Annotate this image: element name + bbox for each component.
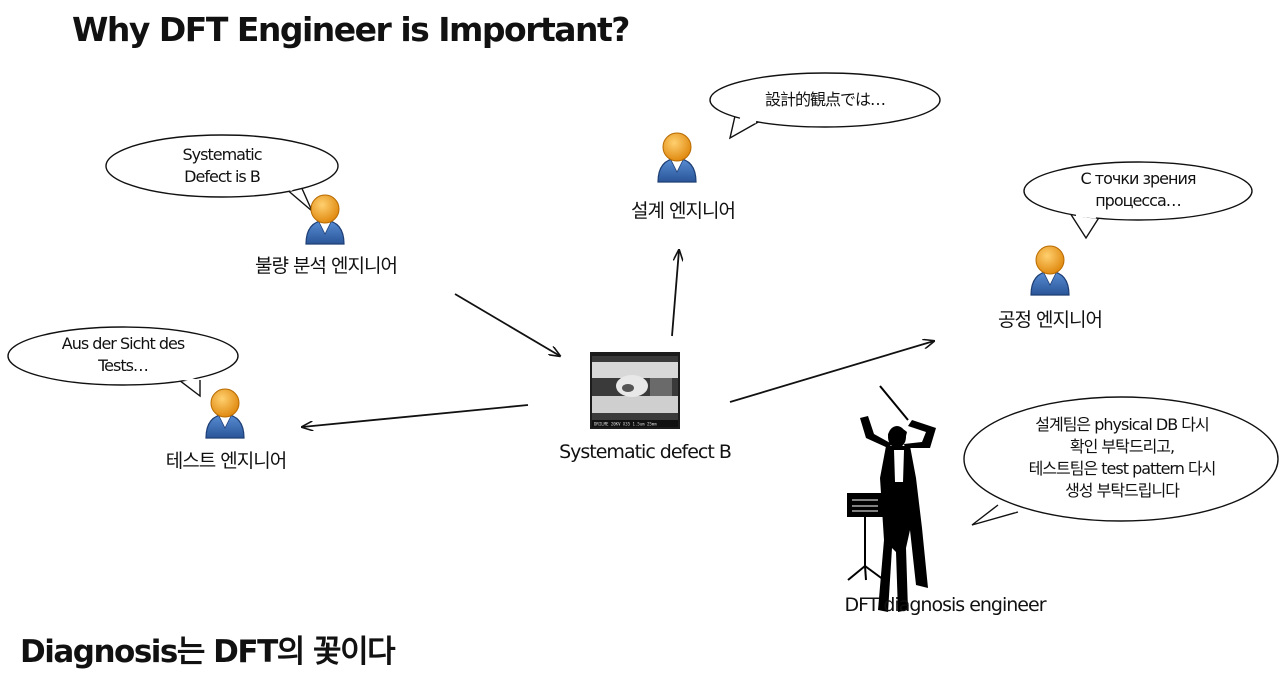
- music-stand-icon: [847, 493, 885, 581]
- footer-tagline: Diagnosis는 DFT의 꽃이다: [20, 634, 396, 670]
- arrow-to-process: [729, 341, 934, 403]
- test-engineer-label: 테스트 엔지니어: [165, 450, 287, 472]
- diagnosis-engineer-label: DFT diagnosis engineer: [844, 594, 1047, 616]
- person-icon: [1030, 245, 1070, 296]
- bubble-line: Systematic: [182, 145, 263, 164]
- speech-bubble-design: [709, 72, 941, 140]
- conductor-icon: [860, 385, 936, 612]
- person-icon: [305, 194, 345, 245]
- bubble-text-process: С точки зрения процесса…: [1080, 168, 1197, 212]
- failure-analysis-engineer-label: 불량 분석 엔지니어: [255, 255, 398, 277]
- speech-bubble-test: [7, 326, 239, 398]
- bubble-line: С точки зрения: [1080, 169, 1197, 188]
- person-icon: [657, 132, 697, 183]
- bubble-line: процесса…: [1095, 191, 1182, 210]
- arrow-to-design: [671, 250, 679, 337]
- bubble-line: Defect is B: [184, 167, 261, 186]
- sem-image: DRILME 20KV X35 1.5um 25mm: [590, 352, 680, 429]
- arrow-to-center: [454, 293, 560, 356]
- bubble-line: 設計的観点では…: [764, 90, 886, 109]
- bubble-line: Tests…: [98, 356, 149, 375]
- bubble-text-design: 設計的観点では…: [764, 89, 886, 111]
- speech-bubble-diagnosis: [963, 396, 1279, 526]
- bubble-line: 확인 부탁드리고,: [1069, 437, 1175, 456]
- center-defect-label: Systematic defect B: [559, 441, 732, 463]
- sem-caption: DRILME 20KV X35 1.5um 25mm: [594, 422, 657, 427]
- bubble-text-test: Aus der Sicht des Tests…: [61, 333, 185, 377]
- bubble-line: 테스트팀은 test pattern 다시: [1028, 459, 1217, 478]
- process-engineer-label: 공정 엔지니어: [998, 309, 1103, 331]
- page-title: Why DFT Engineer is Important?: [72, 10, 630, 49]
- bubble-line: 생성 부탁드립니다: [1065, 481, 1180, 500]
- arrow-to-test: [302, 404, 529, 427]
- bubble-line: Aus der Sicht des: [61, 334, 185, 353]
- bubble-text-diagnosis: 설계팀은 physical DB 다시 확인 부탁드리고, 테스트팀은 test…: [1028, 414, 1217, 502]
- bubble-text-failure-analysis: Systematic Defect is B: [182, 144, 263, 188]
- bubble-line: 설계팀은 physical DB 다시: [1035, 415, 1209, 434]
- person-icon: [205, 388, 245, 439]
- speech-bubble-process: [1023, 161, 1253, 240]
- design-engineer-label: 설계 엔지니어: [631, 200, 736, 222]
